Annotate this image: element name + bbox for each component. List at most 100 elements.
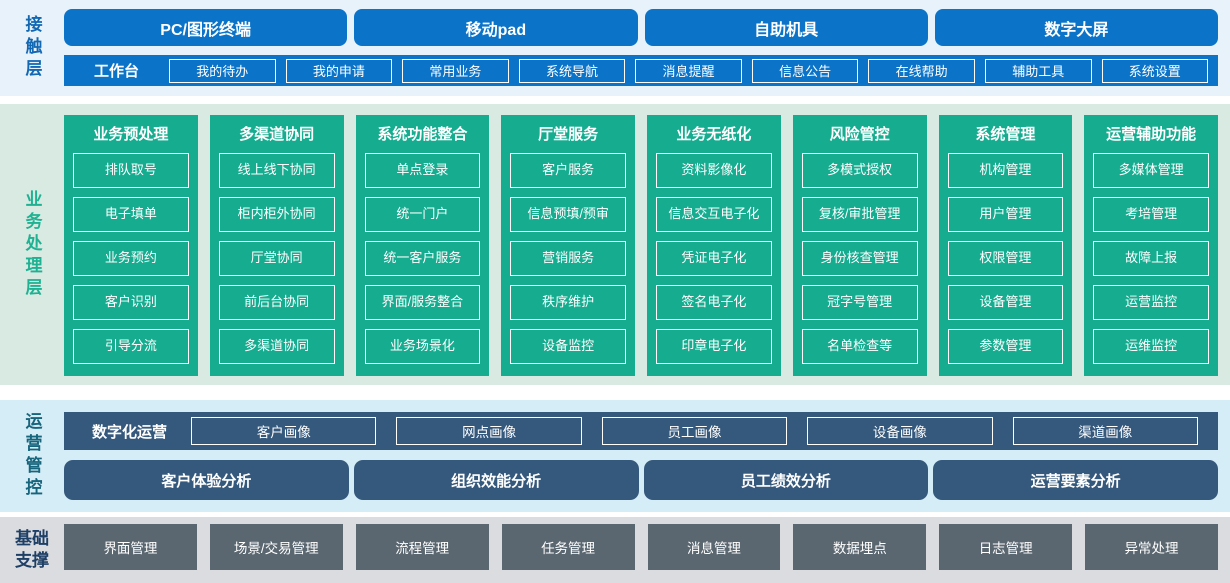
business-item: 电子填单 [73, 197, 189, 232]
foundation-layer: 基础支撑 界面管理场景/交易管理流程管理任务管理消息管理数据埋点日志管理异常处理 [0, 517, 1230, 583]
business-column-title: 系统功能整合 [377, 126, 468, 143]
business-item: 统一门户 [364, 197, 481, 232]
business-item: 业务预约 [73, 241, 189, 276]
business-column-items: 线上线下协同柜内柜外协同厅堂协同前后台协同多渠道协同 [218, 153, 335, 364]
business-column-title: 业务无纸化 [676, 126, 752, 143]
business-column-items: 多模式授权复核/审批管理身份核查管理冠字号管理名单检查等 [801, 153, 918, 364]
workbench-bar: 工作台 我的待办我的申请常用业务系统导航消息提醒信息公告在线帮助辅助工具系统设置 [64, 55, 1218, 86]
business-item: 客户服务 [510, 153, 626, 188]
business-item: 用户管理 [947, 197, 1064, 232]
analytics-box: 客户体验分析 [64, 460, 349, 500]
portrait-item: 渠道画像 [1012, 417, 1198, 445]
business-column-items: 资料影像化信息交互电子化凭证电子化签名电子化印章电子化 [656, 153, 772, 364]
business-item: 业务场景化 [364, 329, 481, 364]
foundation-item: 异常处理 [1085, 524, 1218, 570]
business-item: 资料影像化 [656, 153, 772, 188]
business-item: 身份核查管理 [801, 241, 918, 276]
business-column: 风险管控 多模式授权复核/审批管理身份核查管理冠字号管理名单检查等 [792, 115, 927, 376]
workbench-item: 信息公告 [751, 58, 859, 83]
portrait-item: 客户画像 [191, 417, 377, 445]
foundation-item: 流程管理 [355, 524, 489, 570]
business-column-title: 厅堂服务 [538, 126, 599, 143]
business-item: 名单检查等 [801, 329, 918, 364]
business-item: 考培管理 [1093, 197, 1209, 232]
business-column: 业务预处理 排队取号电子填单业务预约客户识别引导分流 [64, 115, 198, 376]
business-item: 设备监控 [510, 329, 626, 364]
business-column-items: 单点登录统一门户统一客户服务界面/服务整合业务场景化 [364, 153, 481, 364]
digital-operations-bar: 数字化运营 客户画像网点画像员工画像设备画像渠道画像 [64, 412, 1218, 450]
workbench-item: 常用业务 [402, 58, 509, 83]
workbench-items: 我的待办我的申请常用业务系统导航消息提醒信息公告在线帮助辅助工具系统设置 [169, 58, 1218, 83]
business-item: 印章电子化 [656, 329, 772, 364]
business-item: 信息预填/预审 [510, 197, 626, 232]
foundation-layer-label-text: 基础支撑 [15, 528, 49, 570]
business-column: 运营辅助功能 多媒体管理考培管理故障上报运营监控运维监控 [1084, 115, 1218, 376]
portrait-items: 客户画像网点画像员工画像设备画像渠道画像 [191, 417, 1218, 445]
business-item: 秩序维护 [510, 285, 626, 320]
business-column-title: 运营辅助功能 [1106, 126, 1197, 143]
business-column: 业务无纸化 资料影像化信息交互电子化凭证电子化签名电子化印章电子化 [647, 115, 781, 376]
business-item: 多媒体管理 [1093, 153, 1209, 188]
business-item: 单点登录 [364, 153, 481, 188]
business-layer-label: 业务处理层 [22, 189, 42, 300]
portrait-item: 员工画像 [601, 417, 788, 445]
portrait-item: 网点画像 [396, 417, 582, 445]
foundation-item: 日志管理 [939, 524, 1073, 570]
business-column-title: 多渠道协同 [239, 126, 315, 143]
business-item: 厅堂协同 [218, 241, 335, 276]
terminal-box: 移动pad [354, 9, 638, 46]
workbench-label: 工作台 [93, 63, 139, 80]
operations-content: 数字化运营 客户画像网点画像员工画像设备画像渠道画像 客户体验分析组织效能分析员… [64, 400, 1230, 512]
business-item: 机构管理 [947, 153, 1064, 188]
foundation-item: 数据埋点 [793, 524, 927, 570]
analytics-box: 组织效能分析 [353, 460, 639, 500]
business-item: 故障上报 [1093, 241, 1209, 276]
foundation-item: 消息管理 [647, 524, 781, 570]
workbench-item: 系统设置 [1101, 58, 1209, 83]
contact-layer-label: 接触层 [22, 15, 42, 81]
workbench-item: 系统导航 [518, 58, 626, 83]
workbench-item: 辅助工具 [984, 58, 1092, 83]
business-column-title: 系统管理 [975, 126, 1036, 143]
workbench-item: 消息提醒 [635, 58, 742, 83]
foundation-item: 场景/交易管理 [209, 524, 343, 570]
business-item: 签名电子化 [656, 285, 772, 320]
business-column-items: 多媒体管理考培管理故障上报运营监控运维监控 [1093, 153, 1209, 364]
analytics-box: 员工绩效分析 [643, 460, 929, 500]
analytics-box: 运营要素分析 [933, 460, 1218, 500]
business-item: 多渠道协同 [218, 329, 335, 364]
business-item: 柜内柜外协同 [218, 197, 335, 232]
foundation-item: 界面管理 [64, 524, 197, 570]
business-item: 前后台协同 [218, 285, 335, 320]
foundation-item: 任务管理 [501, 524, 635, 570]
business-item: 界面/服务整合 [364, 285, 481, 320]
business-column: 厅堂服务 客户服务信息预填/预审营销服务秩序维护设备监控 [501, 115, 635, 376]
analytics-row: 客户体验分析组织效能分析员工绩效分析运营要素分析 [64, 460, 1218, 500]
business-column: 系统功能整合 单点登录统一门户统一客户服务界面/服务整合业务场景化 [355, 115, 490, 376]
foundation-layer-label: 基础支撑 [0, 517, 64, 583]
business-column: 多渠道协同 线上线下协同柜内柜外协同厅堂协同前后台协同多渠道协同 [209, 115, 344, 376]
operations-layer-label: 运营管控 [22, 412, 42, 500]
business-item: 排队取号 [73, 153, 189, 188]
business-item: 设备管理 [947, 285, 1064, 320]
business-item: 复核/审批管理 [801, 197, 918, 232]
business-column: 系统管理 机构管理用户管理权限管理设备管理参数管理 [938, 115, 1073, 376]
workbench-item: 在线帮助 [868, 58, 975, 83]
digital-operations-label: 数字化运营 [92, 423, 168, 441]
operations-layer: 运营管控 数字化运营 客户画像网点画像员工画像设备画像渠道画像 客户体验分析组织… [0, 400, 1230, 512]
business-column-items: 客户服务信息预填/预审营销服务秩序维护设备监控 [510, 153, 626, 364]
business-item: 冠字号管理 [801, 285, 918, 320]
foundation-items: 界面管理场景/交易管理流程管理任务管理消息管理数据埋点日志管理异常处理 [64, 517, 1230, 583]
terminal-box: PC/图形终端 [64, 9, 348, 46]
business-item: 参数管理 [947, 329, 1064, 364]
business-item: 运营监控 [1093, 285, 1209, 320]
business-layer: 业务处理层 业务预处理 排队取号电子填单业务预约客户识别引导分流 多渠道协同 线… [0, 104, 1230, 385]
workbench-item: 我的待办 [169, 58, 276, 83]
business-item: 统一客户服务 [364, 241, 481, 276]
business-item: 运维监控 [1093, 329, 1209, 364]
business-item: 客户识别 [73, 285, 189, 320]
business-item: 线上线下协同 [218, 153, 335, 188]
business-columns: 业务预处理 排队取号电子填单业务预约客户识别引导分流 多渠道协同 线上线下协同柜… [64, 104, 1230, 385]
